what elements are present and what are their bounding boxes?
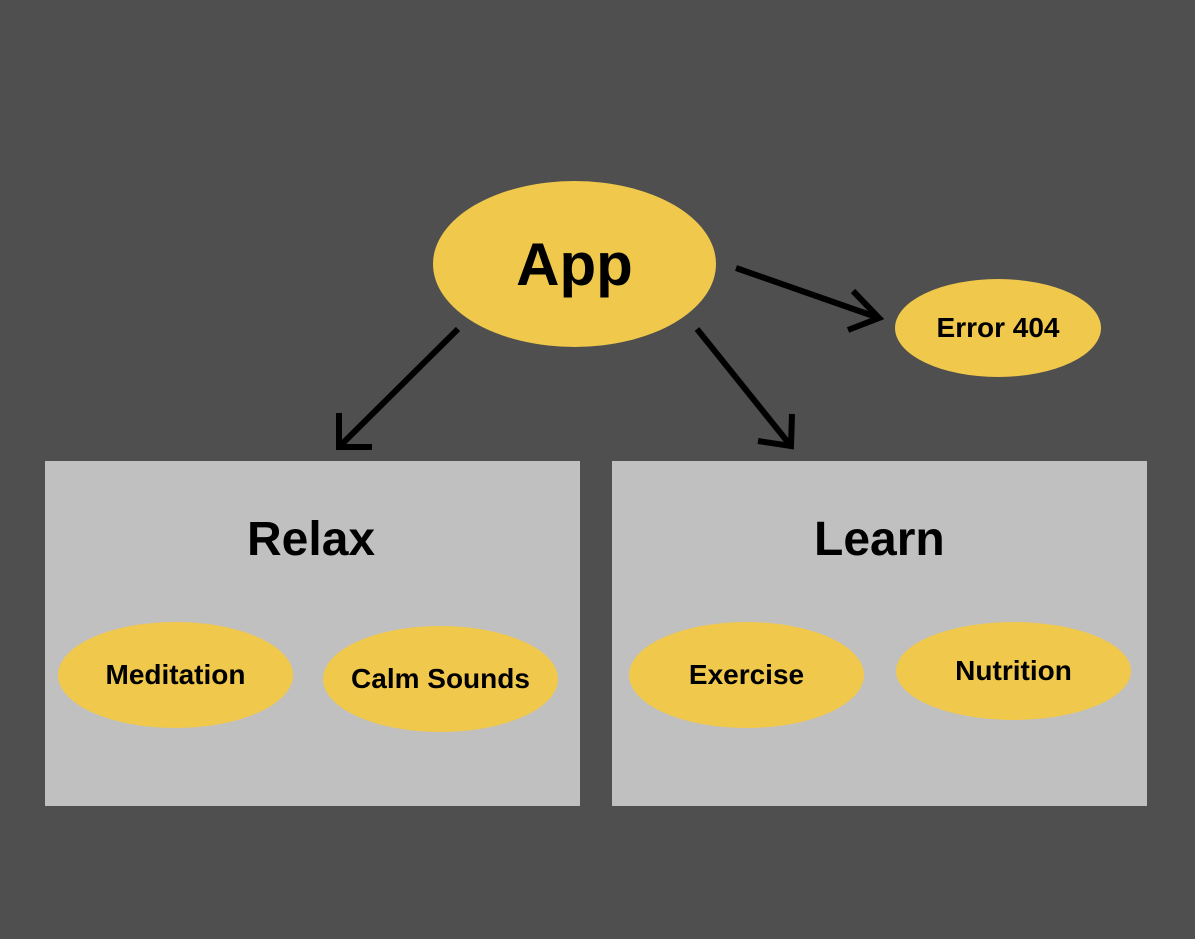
- app-node: App: [433, 181, 716, 347]
- nutrition-node-label: Nutrition: [955, 655, 1072, 686]
- relax-panel: Relax Meditation Calm Sounds: [45, 461, 580, 806]
- error-404-node: Error 404: [895, 279, 1101, 377]
- meditation-node-label: Meditation: [105, 659, 246, 690]
- app-node-label: App: [516, 230, 633, 298]
- calm-sounds-node-label: Calm Sounds: [351, 663, 530, 694]
- relax-title: Relax: [247, 513, 376, 566]
- calm-sounds-node: Calm Sounds: [323, 626, 558, 732]
- learn-title: Learn: [814, 513, 945, 566]
- nutrition-node: Nutrition: [896, 622, 1131, 720]
- meditation-node: Meditation: [58, 622, 293, 728]
- arrow-app-to-learn: [694, 327, 795, 450]
- learn-panel: Learn Exercise Nutrition: [612, 461, 1147, 806]
- exercise-node-label: Exercise: [688, 659, 805, 690]
- arrow-app-to-error: [735, 265, 885, 333]
- error-404-node-label: Error 404: [936, 312, 1060, 343]
- exercise-node: Exercise: [629, 622, 864, 728]
- arrow-app-to-relax: [336, 326, 461, 450]
